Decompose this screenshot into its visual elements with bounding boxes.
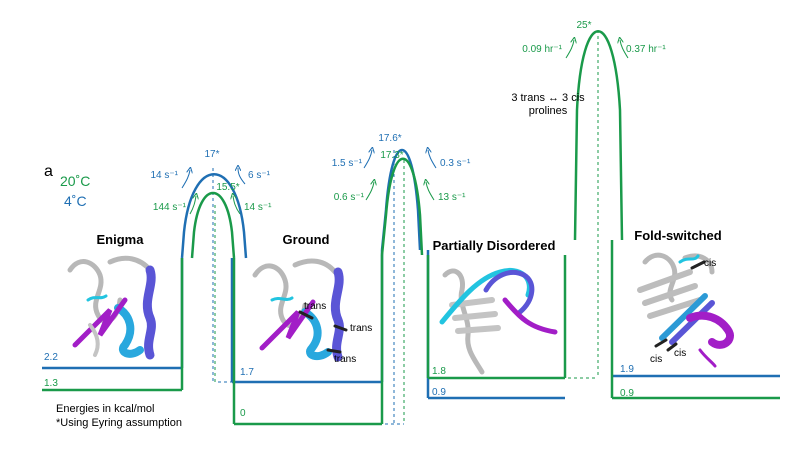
proline-label-cis: cis <box>650 354 662 365</box>
legend-4c: 4˚C <box>64 193 87 209</box>
protein-coil <box>642 252 678 303</box>
protein-strand <box>72 297 128 348</box>
enigma-structure-image <box>67 255 156 360</box>
protein-coil <box>107 255 153 273</box>
state-title-enigma: Enigma <box>97 232 145 247</box>
protein-coil <box>682 253 715 275</box>
arrow-icon <box>365 182 374 201</box>
ground-energy-20c: 0 <box>240 408 246 419</box>
isomerization-note-2: prolines <box>529 105 568 117</box>
energy-labels: 2.2 1.3 1.7 0 1.8 0.9 1.9 0.9 <box>44 352 634 419</box>
protein-strand <box>637 269 703 319</box>
barrier-1-top-4c: 17* <box>204 149 219 160</box>
protein-coil <box>67 259 123 324</box>
protein-helix <box>330 267 344 362</box>
state-title-partially-disordered: Partially Disordered <box>433 238 556 253</box>
arrow-icon <box>426 182 435 201</box>
state-title-fold-switched: Fold-switched <box>634 228 721 243</box>
protein-strand <box>659 293 708 341</box>
protein-helix <box>142 265 156 360</box>
footnote-eyring: *Using Eyring assumption <box>56 417 182 429</box>
disordered-energy-4c: 0.9 <box>432 387 446 398</box>
barrier-1-rate-4c-left: 14 s⁻¹ <box>150 170 178 181</box>
arrow-icon <box>620 40 629 59</box>
protein-loop <box>698 348 717 368</box>
proline-sticks <box>654 260 706 352</box>
ground-energy-4c: 1.7 <box>240 367 254 378</box>
barrier-2-labels: 17.6* 17.3* 1.5 s⁻¹ 0.3 s⁻¹ 0.6 s⁻¹ 13 s… <box>332 133 471 203</box>
barrier-1-rate-20c-left: 144 s⁻¹ <box>153 202 187 213</box>
landscape-20c <box>42 30 780 426</box>
protein-loop <box>270 296 294 302</box>
isomerization-note-1: 3 trans ↔ 3 cis <box>511 92 585 104</box>
protein-coil <box>442 268 485 375</box>
foldswitched-energy-20c: 0.9 <box>620 388 634 399</box>
protein-helix <box>686 311 734 349</box>
enigma-energy-20c: 1.3 <box>44 378 58 389</box>
enigma-energy-4c: 2.2 <box>44 352 58 363</box>
proline-label-trans: trans <box>334 354 356 365</box>
arrow-icon <box>233 196 241 215</box>
arrow-icon <box>238 168 246 185</box>
protein-helix <box>114 304 144 358</box>
state-title-ground: Ground <box>283 232 330 247</box>
barrier-2-rate-4c-left: 1.5 s⁻¹ <box>332 158 363 169</box>
legend-20c: 20˚C <box>60 173 90 189</box>
barrier-3-top-20c: 25* <box>576 20 591 31</box>
rate-arrows <box>181 40 629 215</box>
barrier-2-top-20c: 17.3* <box>380 150 403 161</box>
arrow-icon <box>428 150 437 169</box>
footnote-units: Energies in kcal/mol <box>56 403 154 415</box>
arrow-icon <box>363 150 372 169</box>
barrier-2-rate-20c-right: 13 s⁻¹ <box>438 192 466 203</box>
proline-label-cis: cis <box>704 258 716 269</box>
protein-coil <box>292 258 338 275</box>
barrier-3-labels: 25* 0.09 hr⁻¹ 0.37 hr⁻¹ 3 trans ↔ 3 cis … <box>511 20 666 117</box>
protein-loop <box>483 269 535 315</box>
barrier-curve <box>573 30 624 241</box>
protein-strand <box>259 299 316 351</box>
barrier-1-top-20c: 15.5* <box>216 182 239 193</box>
arrow-icon <box>189 196 196 215</box>
protein-loop <box>86 294 108 302</box>
protein-strand <box>669 300 715 345</box>
barrier-curve <box>190 191 236 259</box>
protein-loop <box>502 297 558 335</box>
protein-coil <box>88 323 100 357</box>
proline-label-trans: trans <box>350 323 372 334</box>
foldswitched-energy-4c: 1.9 <box>620 364 634 375</box>
disordered-energy-20c: 1.8 <box>432 366 446 377</box>
foldswitched-structure-image: cis cis cis <box>637 252 734 368</box>
barrier-2-rate-20c-left: 0.6 s⁻¹ <box>334 192 365 203</box>
protein-helix <box>301 308 332 361</box>
barrier-2-rate-4c-right: 0.3 s⁻¹ <box>440 158 471 169</box>
proline-label-cis: cis <box>674 348 686 359</box>
barrier-1-rate-20c-right: 14 s⁻¹ <box>244 202 272 213</box>
barrier-2-top-4c: 17.6* <box>378 133 401 144</box>
proline-sticks <box>298 310 348 354</box>
barrier-1-labels: 17* 15.5* 14 s⁻¹ 6 s⁻¹ 144 s⁻¹ 14 s⁻¹ <box>150 149 272 213</box>
panel-label: a <box>44 163 53 180</box>
barrier-3-rate-right: 0.37 hr⁻¹ <box>626 44 666 55</box>
disordered-structure-image <box>439 268 558 375</box>
barrier-curve <box>380 157 424 256</box>
protein-loop <box>678 254 700 264</box>
ground-structure-image: trans trans trans <box>252 258 372 365</box>
arrow-icon <box>565 40 574 59</box>
barrier-1-rate-4c-right: 6 s⁻¹ <box>248 170 271 181</box>
barrier-curve <box>180 173 248 259</box>
barrier-3-rate-left: 0.09 hr⁻¹ <box>522 44 562 55</box>
dashed-guides <box>212 30 599 425</box>
proline-label-trans: trans <box>304 301 326 312</box>
arrow-icon <box>181 170 190 189</box>
